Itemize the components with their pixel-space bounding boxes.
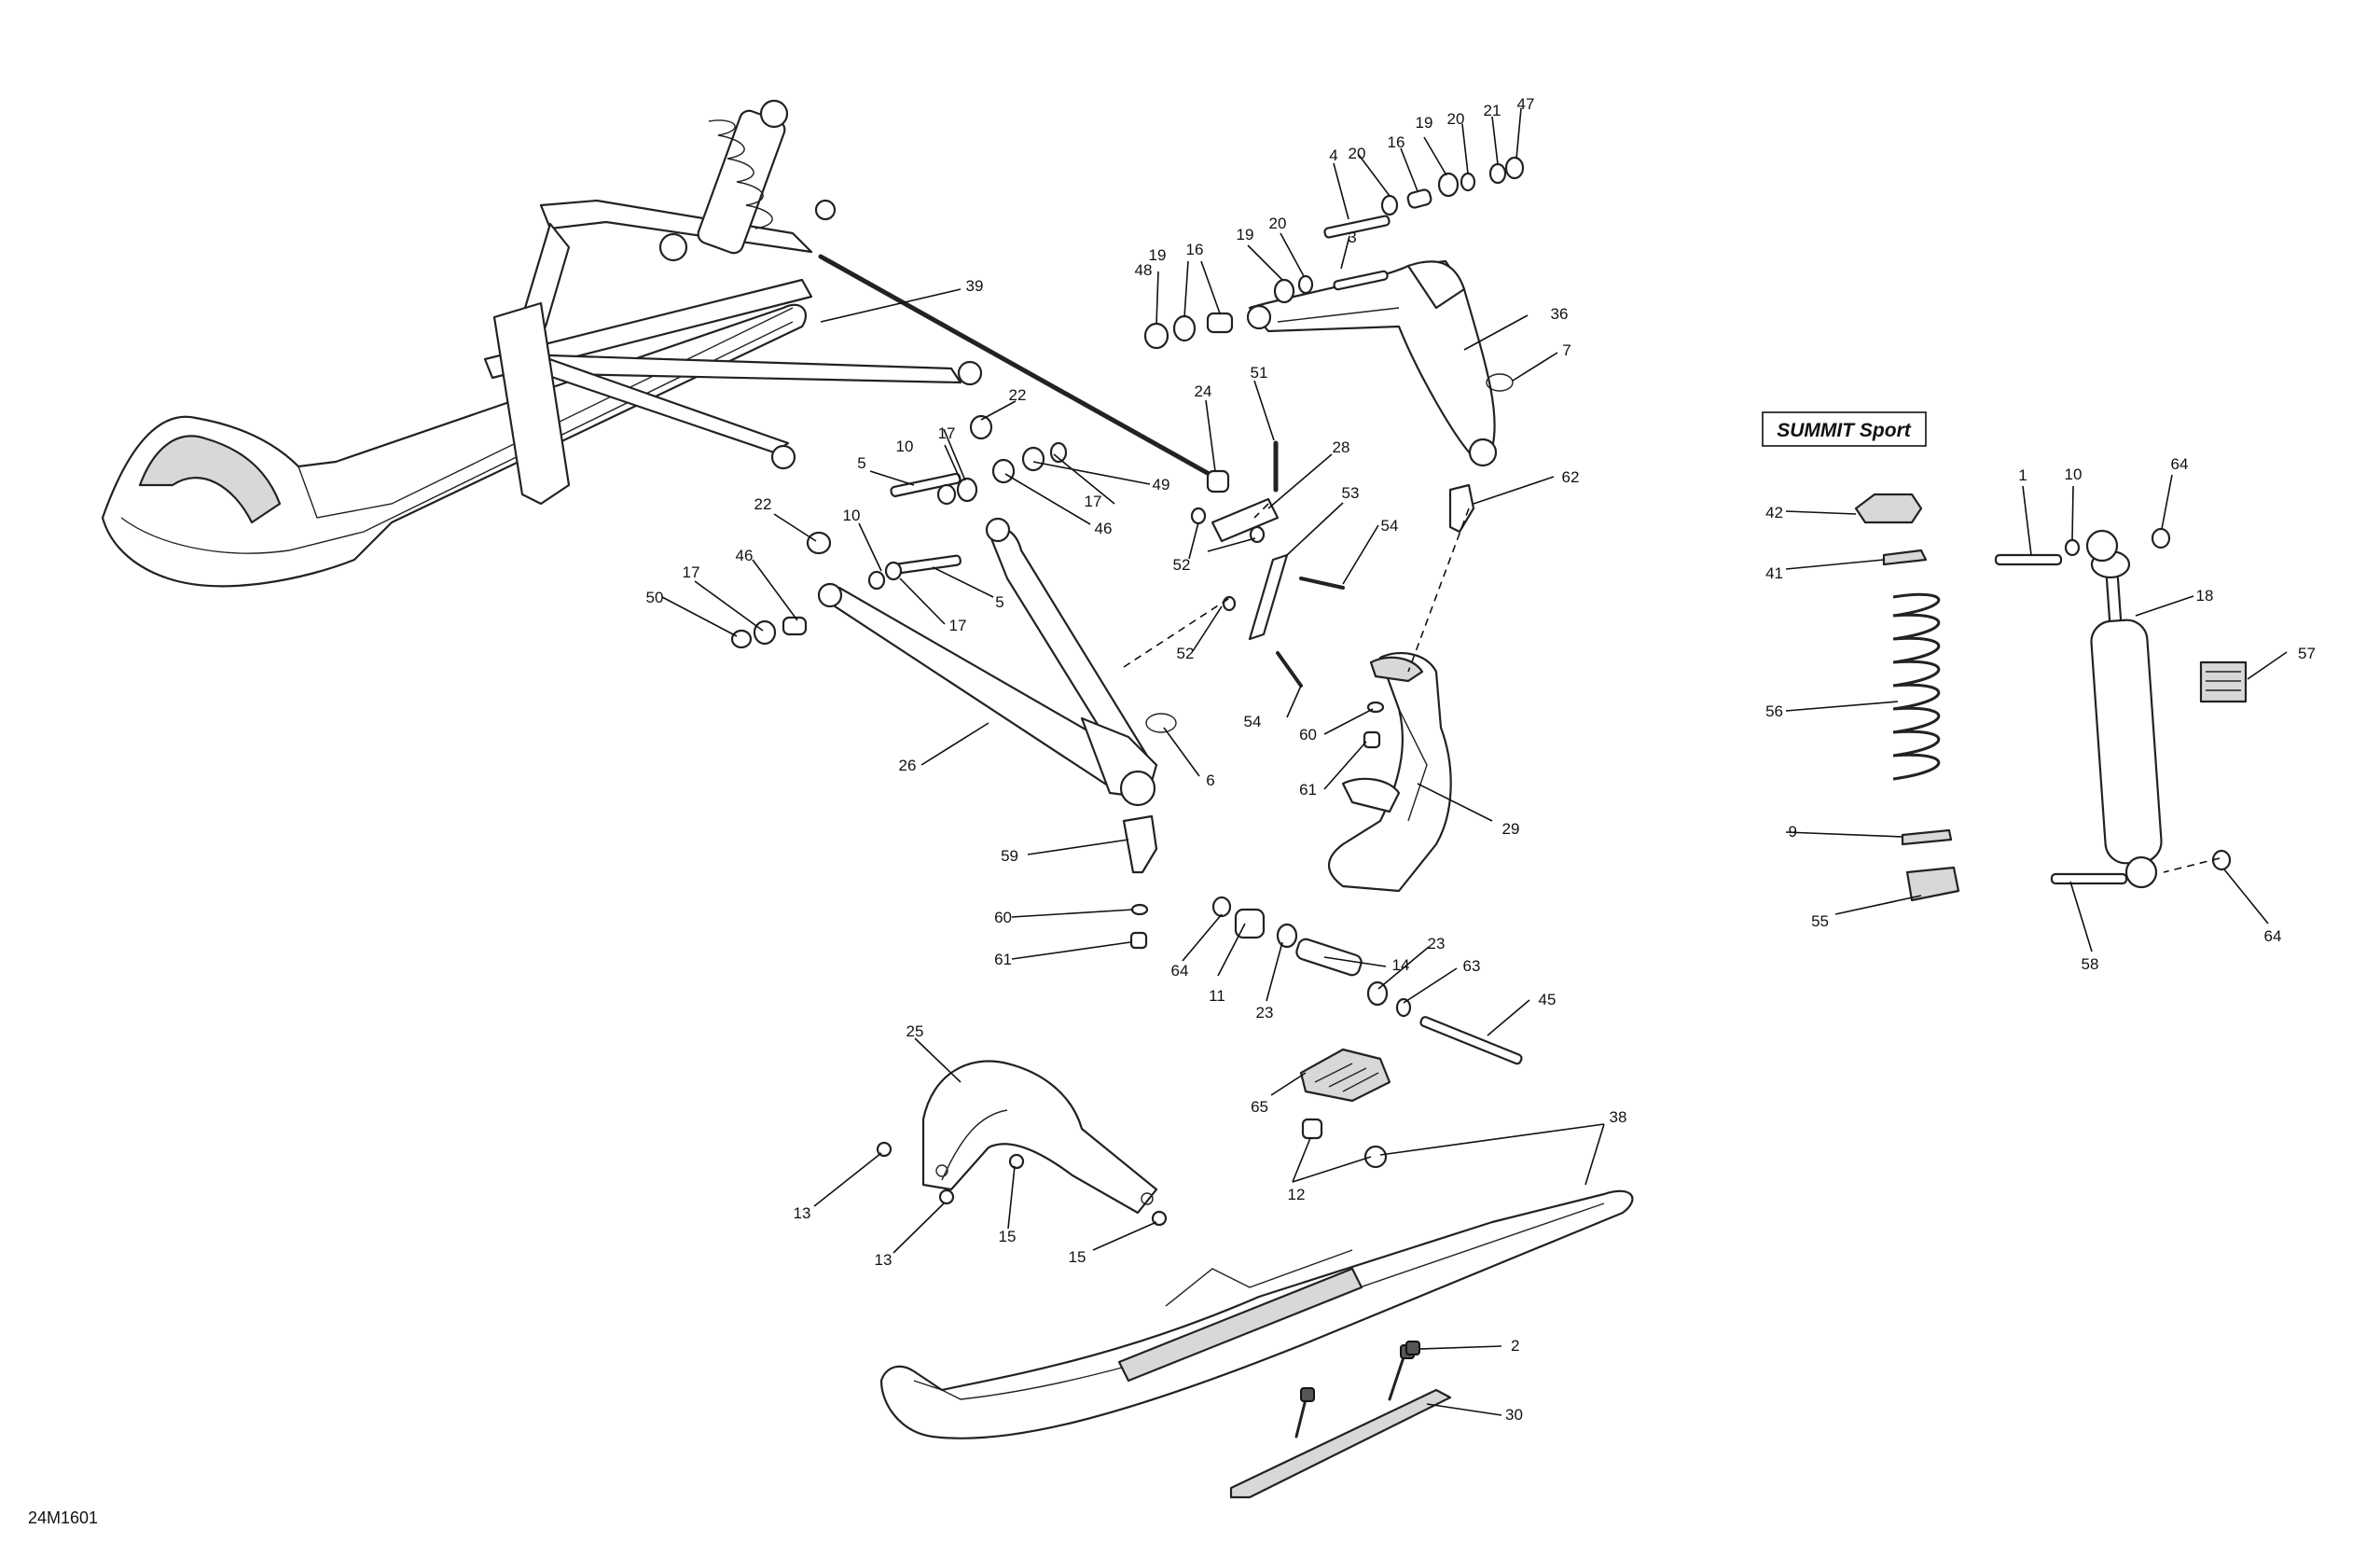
callout: 20 [1447,110,1465,128]
callout: 20 [1269,215,1287,232]
callout: 60 [994,909,1012,926]
callout: 23 [1428,935,1446,952]
callout: 10 [896,438,914,455]
callout: 16 [1186,241,1204,258]
callout: 26 [899,757,917,774]
model-box-label: SUMMIT Sport [1777,420,1911,441]
callout: 58 [2082,955,2099,973]
callout: 17 [1085,493,1102,510]
callout: 52 [1177,645,1195,662]
callout: 57 [2298,645,2316,662]
callout: 53 [1342,484,1360,502]
callout: 11 [1209,987,1225,1005]
callout: 25 [906,1022,924,1040]
callout: 65 [1251,1098,1268,1116]
callout: 18 [2196,587,2214,605]
callout: 5 [857,454,865,472]
callout: 30 [1505,1406,1523,1424]
callout: 52 [1173,556,1191,574]
leader-lines [661,107,2288,1416]
callout: 36 [1551,305,1569,323]
callout: 61 [994,951,1012,968]
callout: 50 [646,589,664,606]
callout: 16 [1388,133,1405,151]
callout: 41 [1765,564,1783,582]
ski [879,1189,1634,1439]
callout: 22 [754,495,772,513]
callout: 38 [1610,1108,1627,1126]
callout: 15 [999,1228,1017,1245]
callout: 22 [1009,386,1027,404]
callout: 4 [1329,146,1337,164]
callout: 46 [1095,520,1113,537]
callout: 13 [875,1251,892,1269]
callout: 17 [683,563,700,581]
callout: 12 [1288,1186,1306,1203]
callout: 64 [2171,455,2189,473]
callout: 48 [1135,261,1153,279]
callout: 1 [2018,466,2027,484]
callout: 6 [1206,772,1214,789]
callout: 59 [1001,847,1018,865]
callout: 17 [938,424,956,442]
diagram-code: 24M1601 [28,1508,98,1527]
callout: 19 [1149,246,1167,264]
callout: 19 [1237,226,1254,243]
callout: 9 [1789,823,1797,841]
lower-a-arm [817,517,1158,807]
callout: 13 [794,1204,811,1222]
callout: 42 [1765,504,1783,521]
assembled-shock [658,99,789,262]
callout: 17 [949,617,967,634]
callout: 24 [1195,382,1212,400]
callout: 15 [1069,1248,1086,1266]
callout: 10 [843,507,861,524]
callout: 56 [1765,702,1783,720]
callout: 29 [1502,820,1520,838]
callout: 60 [1299,726,1317,744]
callout: 55 [1811,912,1829,930]
callout: 49 [1153,476,1170,493]
callout: 47 [1517,95,1535,113]
callout: 54 [1381,517,1399,535]
model-box [1762,411,1927,447]
callout: 51 [1251,364,1268,382]
callout: 63 [1463,957,1481,975]
callout: 5 [995,593,1003,611]
callout: 14 [1392,956,1410,974]
callout: 23 [1256,1004,1274,1022]
callout: 62 [1562,468,1580,486]
callout: 3 [1348,229,1356,246]
ski-leg [921,1060,1158,1215]
rod [818,254,1215,479]
callout: 64 [1171,962,1189,980]
callout: 54 [1244,713,1262,730]
callout: 64 [2264,927,2282,945]
callout: 10 [2065,466,2082,483]
callout: 45 [1539,991,1557,1008]
spindle [1328,651,1452,893]
callout: 20 [1349,145,1366,162]
summit-sport-shock-group [1854,493,2248,902]
upper-a-arm [1246,259,1498,467]
callout: 7 [1562,341,1571,359]
callout: 19 [1416,114,1433,132]
assembled-front-suspension [101,99,983,588]
callout: 61 [1299,781,1317,799]
assembly-lines [1123,503,2221,873]
callout: 21 [1484,102,1501,119]
callout: 2 [1511,1337,1519,1355]
callout: 39 [966,277,984,295]
callout: 46 [736,547,754,564]
callout-numbers: 1 2 3 4 5 5 6 7 9 10 10 10 11 12 13 13 1… [646,95,2316,1424]
callout: 28 [1333,438,1350,456]
hardware-parts [730,156,1525,1355]
runner [1229,1344,1452,1499]
